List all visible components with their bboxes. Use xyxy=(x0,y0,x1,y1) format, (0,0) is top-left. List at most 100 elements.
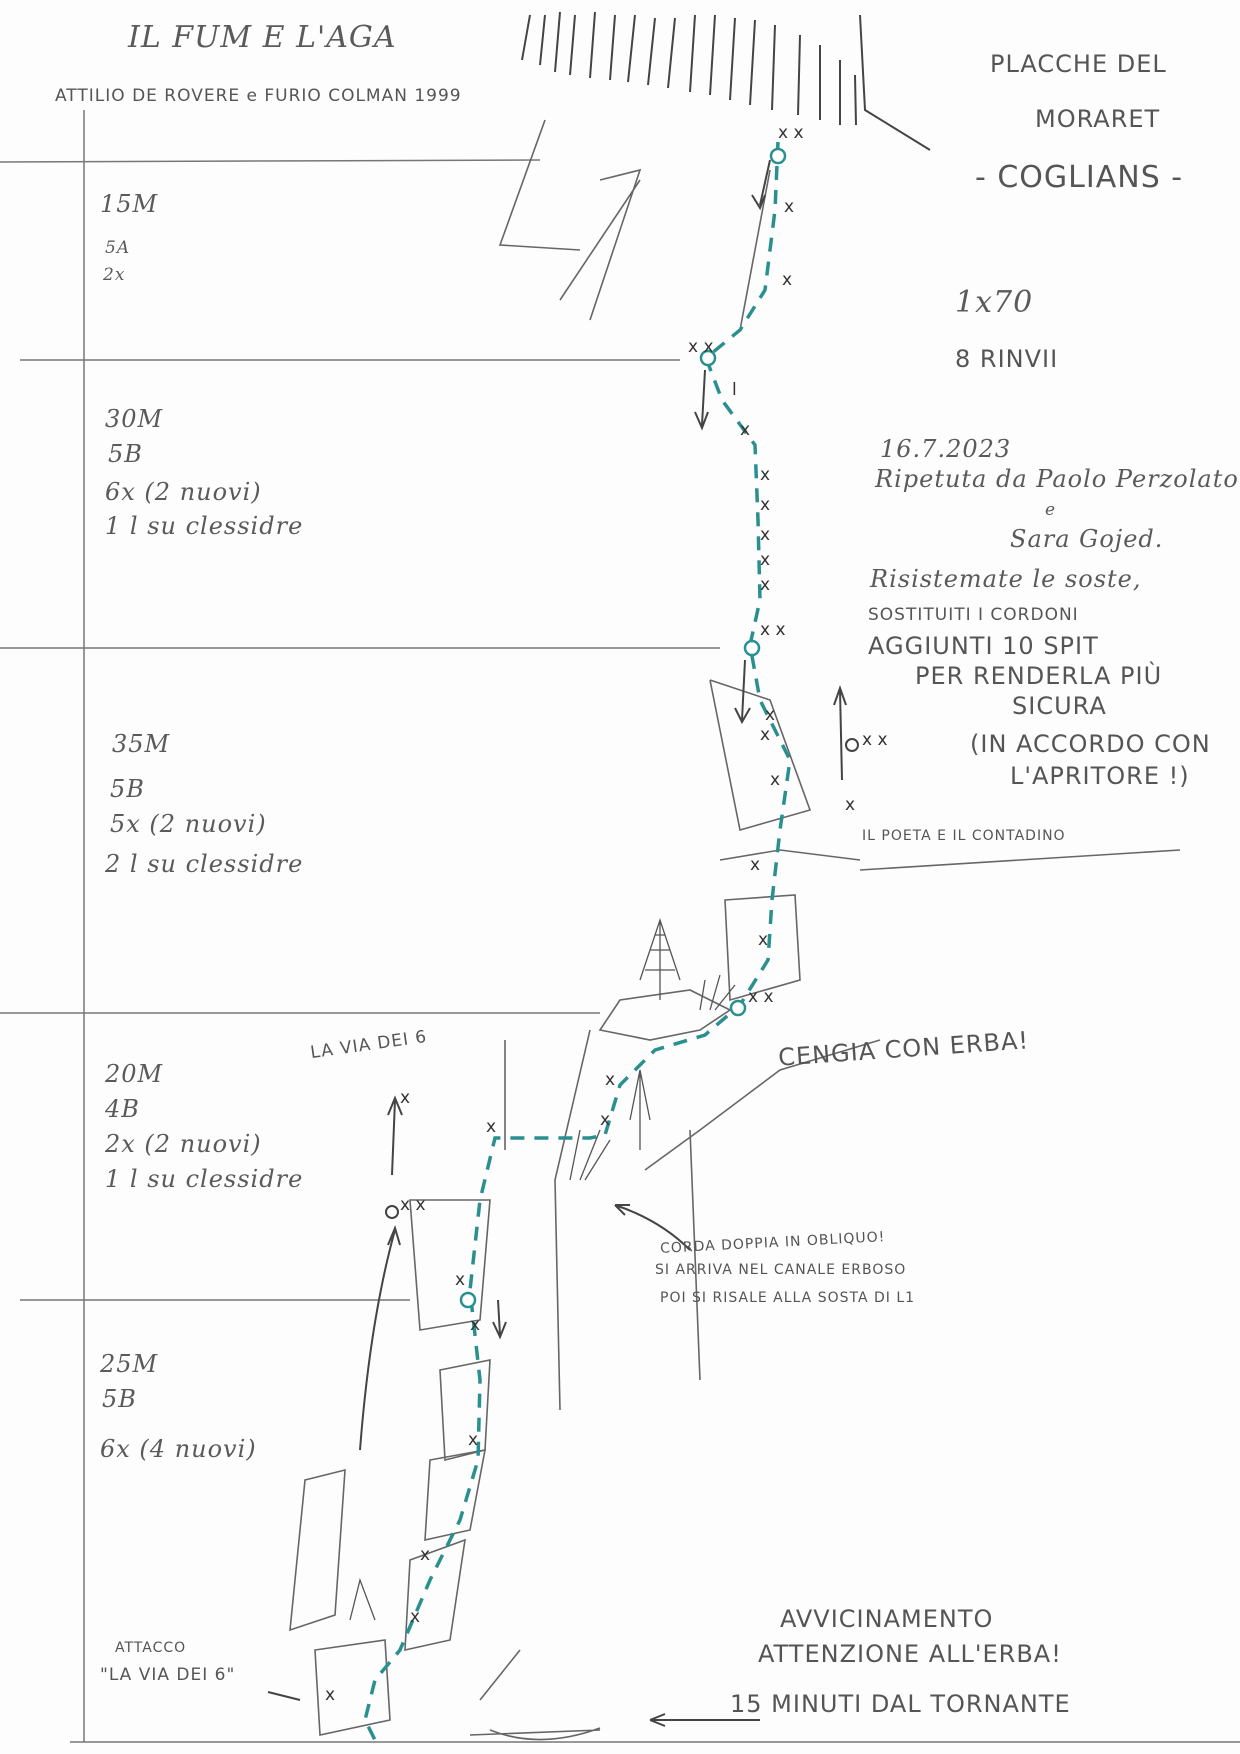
note-line: SICURA xyxy=(1012,692,1107,720)
belay-icon xyxy=(769,147,787,165)
belay-icon xyxy=(743,639,761,657)
wall-name-line1: PLACCHE DEL xyxy=(990,50,1167,78)
svg-text:x: x xyxy=(750,855,760,875)
rappel-note-2: SI ARRIVA NEL CANALE ERBOSO xyxy=(655,1262,907,1278)
pitch-length: 35M xyxy=(112,730,171,758)
svg-text:x: x xyxy=(760,525,770,545)
pitch-grade: 4B xyxy=(105,1095,140,1123)
mountain-name: - COGLIANS - xyxy=(975,160,1184,195)
svg-text:x: x xyxy=(420,1545,430,1565)
svg-text:x x: x x xyxy=(862,730,888,750)
svg-text:x: x xyxy=(400,1088,410,1108)
belay-stations xyxy=(459,147,787,1309)
svg-text:x: x xyxy=(470,1315,480,1335)
belay-icon xyxy=(699,349,717,367)
svg-text:x: x xyxy=(770,770,780,790)
svg-text:x x: x x xyxy=(400,1195,426,1215)
arrow-icon xyxy=(614,1204,691,1251)
svg-text:x: x xyxy=(782,270,792,290)
note-line: e xyxy=(1045,500,1057,520)
svg-text:x: x xyxy=(760,550,770,570)
svg-text:x: x xyxy=(760,725,770,745)
belay-icon xyxy=(385,1205,399,1219)
note-line: Ripetuta da Paolo Perzolato xyxy=(875,465,1239,493)
pitch-length: 20M xyxy=(105,1060,164,1088)
svg-text:x x: x x xyxy=(688,337,714,357)
svg-text:x: x xyxy=(784,197,794,217)
rope-info: 1x70 xyxy=(955,285,1034,320)
arrow-down-icon xyxy=(492,1299,507,1340)
arrow-down-icon xyxy=(734,659,751,725)
note-line: PER RENDERLA PIÙ xyxy=(915,662,1163,690)
arrow-up-icon xyxy=(833,684,847,781)
route-line xyxy=(363,141,792,1741)
belay-icon xyxy=(729,999,747,1017)
arrow-down-icon xyxy=(694,369,709,431)
note-line: (IN ACCORDO CON xyxy=(970,730,1211,758)
pitch-length: 25M xyxy=(100,1350,159,1378)
belay-icon xyxy=(845,738,859,752)
start-label: ATTACCO xyxy=(115,1640,187,1656)
belay-icon xyxy=(459,1291,477,1309)
start-route-name: "LA VIA DEI 6" xyxy=(100,1665,236,1685)
svg-text:x: x xyxy=(760,495,770,515)
neighbour-route-label: IL POETA E IL CONTADINO xyxy=(862,828,1066,844)
approach-time: 15 MINUTI DAL TORNANTE xyxy=(730,1690,1071,1718)
pitch-threads: 1 l su clessidre xyxy=(105,1165,304,1193)
pitch-bolts: 6x (4 nuovi) xyxy=(100,1435,257,1463)
route-authors: ATTILIO DE ROVERE e FURIO COLMAN 1999 xyxy=(55,86,462,106)
pitch-threads: 2 l su clessidre xyxy=(105,850,304,878)
pitch-grade: 5A xyxy=(105,238,131,258)
arrow-left-icon xyxy=(649,1713,760,1727)
pitch-divider xyxy=(0,159,541,163)
svg-text:x: x xyxy=(410,1607,420,1627)
svg-text:x: x xyxy=(760,575,770,595)
rappel-arrows xyxy=(267,159,859,1727)
note-date: 16.7.2023 xyxy=(880,435,1012,463)
grass-and-trees xyxy=(349,917,736,1621)
note-line: L'APRITORE !) xyxy=(1010,762,1190,790)
svg-text:x: x xyxy=(845,795,855,815)
pointer-line xyxy=(267,1691,301,1701)
svg-text:x: x xyxy=(760,465,770,485)
svg-text:x: x xyxy=(455,1270,465,1290)
pitch-bolts: 5x (2 nuovi) xyxy=(110,810,267,838)
svg-text:x x: x x xyxy=(778,123,804,143)
wall-name-line2: MORARET xyxy=(1035,105,1161,133)
note-line: SOSTITUITI I CORDONI xyxy=(868,605,1079,625)
pitch-grade: 5B xyxy=(110,775,145,803)
svg-text:x: x xyxy=(468,1430,478,1450)
pitch-grid xyxy=(0,110,1240,1743)
pitch-length: 30M xyxy=(105,405,164,433)
svg-text:x: x xyxy=(600,1110,610,1130)
svg-text:x: x xyxy=(765,705,775,725)
pitch-bolts: 6x (2 nuovi) xyxy=(105,478,262,506)
note-line: Risistemate le soste, xyxy=(870,565,1142,593)
svg-text:x x: x x xyxy=(748,987,774,1007)
svg-text:x x: x x xyxy=(760,620,786,640)
quickdraw-info: 8 RINVII xyxy=(955,345,1059,373)
pitch-grade: 5B xyxy=(102,1385,137,1413)
route-title: IL FUM E L'AGA xyxy=(128,20,397,55)
approach-title: AVVICINAMENTO xyxy=(780,1605,994,1633)
svg-text:x: x xyxy=(486,1117,496,1137)
rappel-note-3: POI SI RISALE ALLA SOSTA DI L1 xyxy=(660,1290,916,1306)
pitch-bolts: 2x (2 nuovi) xyxy=(105,1130,262,1158)
svg-text:x: x xyxy=(758,930,768,950)
note-line: Sara Gojed. xyxy=(1010,525,1164,553)
pitch-grade: 5B xyxy=(108,440,143,468)
arrow-up-icon xyxy=(387,1095,403,1176)
svg-text:x: x xyxy=(740,420,750,440)
pitch-length: 15M xyxy=(100,190,159,218)
svg-text:x: x xyxy=(325,1685,335,1705)
note-line: AGGIUNTI 10 SPIT xyxy=(868,632,1099,660)
arrow-down-icon xyxy=(751,159,771,211)
approach-warning: ATTENZIONE ALL'ERBA! xyxy=(758,1640,1062,1668)
pitch-bolts: 2x xyxy=(103,265,126,285)
arrow-up-icon xyxy=(359,1224,401,1451)
svg-text:x: x xyxy=(605,1070,615,1090)
svg-text:l: l xyxy=(732,380,737,400)
